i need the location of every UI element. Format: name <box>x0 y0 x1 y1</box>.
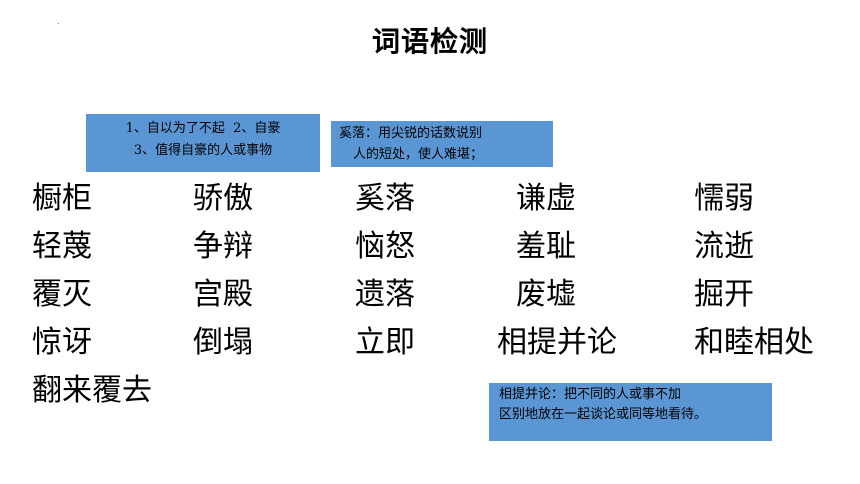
note-line: 奚落：用尖锐的话数说别 <box>339 126 483 141</box>
vocab-word: 覆灭 <box>32 277 92 312</box>
vocab-word: 骄傲 <box>193 181 253 216</box>
vocab-word: 相提并论 <box>497 325 617 360</box>
vocab-word: 翻来覆去 <box>32 373 152 408</box>
vocab-word: 倒塌 <box>193 325 253 360</box>
note-line: 区别地放在一起谈论或同等地看待。 <box>499 407 708 422</box>
vocab-word: 奚落 <box>355 181 415 216</box>
note-line: 1、自以为了不起 2、自豪 <box>125 121 281 136</box>
vocab-word: 和睦相处 <box>694 325 814 360</box>
page-title: 词语检测 <box>371 25 488 58</box>
vocab-word: 废墟 <box>516 277 576 312</box>
note-box-xiangtibinglun: 相提并论：把不同的人或事不加 区别地放在一起谈论或同等地看待。 <box>489 383 772 441</box>
note-box-pride: 1、自以为了不起 2、自豪 3、值得自豪的人或事物 <box>86 114 320 172</box>
vocab-word: 立即 <box>355 325 415 360</box>
vocab-word: 惊讶 <box>32 325 92 360</box>
vocab-word: 谦虚 <box>516 181 576 216</box>
vocab-word: 懦弱 <box>694 181 754 216</box>
vocab-word: 橱柜 <box>32 181 92 216</box>
vocab-word: 争辩 <box>193 229 253 264</box>
vocab-word: 掘开 <box>694 277 754 312</box>
vocab-word: 流逝 <box>694 229 754 264</box>
vocab-word: 恼怒 <box>355 229 415 264</box>
note-line: 相提并论：把不同的人或事不加 <box>499 387 682 402</box>
note-line: 3、值得自豪的人或事物 <box>133 143 273 158</box>
note-line: 人的短处，使人难堪； <box>353 147 484 162</box>
vocab-word: 遗落 <box>355 277 415 312</box>
vocab-word: 轻蔑 <box>32 229 92 264</box>
vocab-word: 宫殿 <box>193 277 253 312</box>
vocab-word: 羞耻 <box>516 229 576 264</box>
decorative-dot <box>58 23 59 24</box>
note-box-xiluo: 奚落：用尖锐的话数说别 人的短处，使人难堪； <box>331 121 553 167</box>
